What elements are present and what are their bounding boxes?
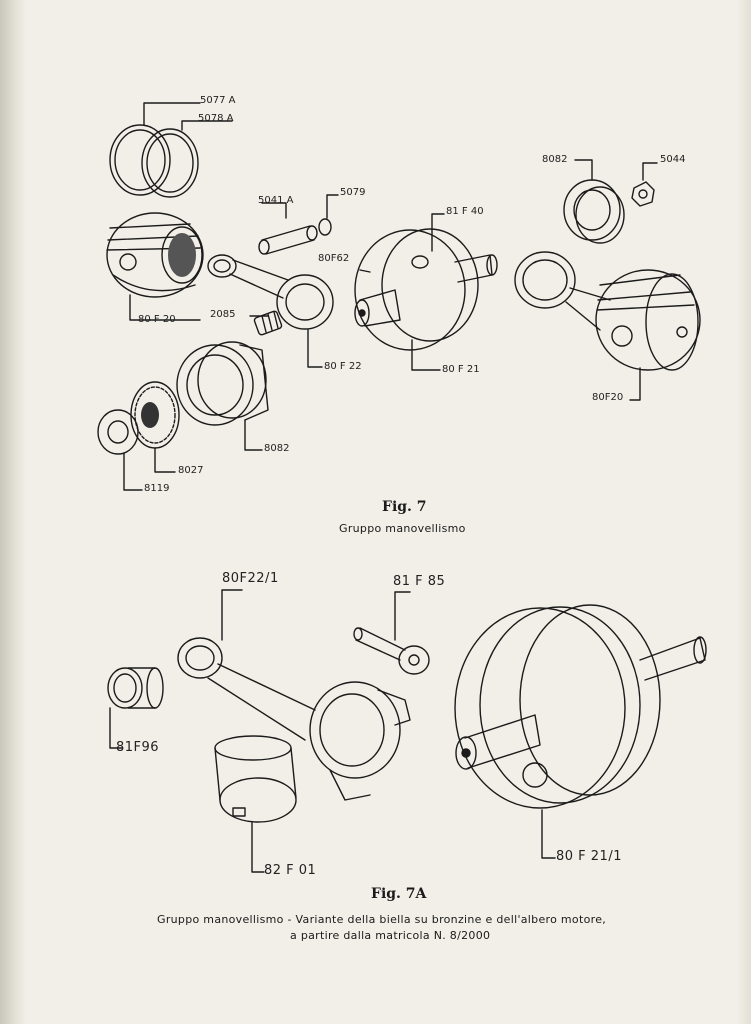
figure-7a-subtitle-line2: a partire dalla matricola N. 8/2000 (290, 929, 491, 942)
label-80f22: 80 F 22 (324, 361, 362, 372)
label-5077a: 5077 A (200, 95, 236, 106)
bearing-8082-bottom (176, 341, 269, 426)
label-81f96: 81F96 (116, 740, 160, 755)
piston-ring-5078a (141, 128, 199, 198)
label-8119: 8119 (144, 483, 170, 494)
label-80f22-1: 80F22/1 (222, 571, 279, 586)
label-5044: 5044 (660, 154, 686, 165)
bearing-8082-top (563, 179, 625, 244)
nut-8119 (97, 409, 139, 455)
label-2085: 2085 (210, 309, 236, 320)
page-binding-shadow (0, 0, 26, 1024)
label-5079: 5079 (340, 187, 366, 198)
label-80f20-right: 80F20 (592, 392, 624, 403)
page-edge-shadow (737, 0, 751, 1024)
figure-7a-subtitle-line1: Gruppo manovellismo - Variante della bie… (157, 913, 607, 926)
figure-7-subtitle: Gruppo manovellismo (339, 522, 466, 535)
label-80f21-1: 80 F 21/1 (556, 849, 622, 864)
figure-7a-title: Fig. 7A (371, 886, 427, 902)
label-81f85: 81 F 85 (393, 574, 446, 589)
crankshaft-80f21 (354, 228, 498, 351)
bushing-81f96 (107, 667, 164, 709)
connecting-rod-80f22 (207, 254, 334, 330)
piston-80f20-left (106, 212, 204, 298)
figure-7-title: Fig. 7 (382, 499, 427, 515)
piston-ring-5077a (109, 124, 171, 196)
wrist-pin-5041a (258, 225, 318, 255)
connecting-rod-80f22-1 (177, 637, 411, 801)
piston-rod-assembly-right (514, 251, 701, 371)
crankshaft-80f21-1 (454, 604, 707, 809)
bearing-shell-82f01 (214, 735, 297, 823)
gear-8027 (130, 381, 180, 449)
bolt-81f85 (353, 627, 430, 675)
label-80f21: 80 F 21 (442, 364, 480, 375)
label-82f01: 82 F 01 (264, 863, 317, 878)
label-80f62: 80F62 (318, 253, 350, 264)
label-8027: 8027 (178, 465, 204, 476)
label-5041a: 5041 A (258, 195, 294, 206)
nut-5044 (631, 181, 655, 207)
label-81f40: 81 F 40 (446, 206, 484, 217)
label-5078a: 5078 A (198, 113, 234, 124)
needle-bearing-2085 (253, 310, 283, 336)
label-80f20-left: 80 F 20 (138, 314, 176, 325)
label-8082-top: 8082 (542, 154, 568, 165)
circlip-5079 (318, 218, 332, 236)
label-8082-bottom: 8082 (264, 443, 290, 454)
